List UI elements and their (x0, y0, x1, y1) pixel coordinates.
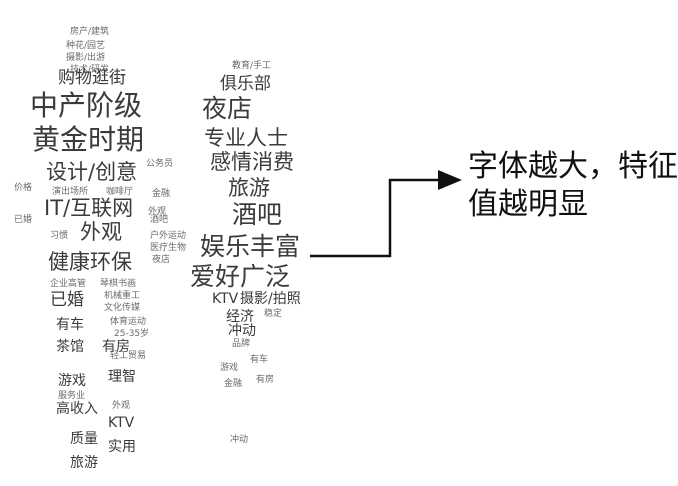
annotation-text: 字体越大，特征 值越明显 (468, 148, 678, 224)
right-figure-word: 冲动 (230, 435, 249, 445)
left-figure-word: 黄金时期 (32, 123, 145, 156)
left-figure-word: 游戏 (58, 373, 86, 389)
left-figure-word: 高收入 (56, 401, 98, 417)
left-figure-word: 房产/建筑 (70, 27, 110, 37)
left-figure-word: 已婚 (14, 215, 33, 225)
left-figure-word: 购物逛街 (58, 68, 126, 88)
left-figure-word: 金融 (152, 189, 171, 199)
right-figure-word: 稳定 (264, 309, 283, 319)
left-figure-word: 技术/研发 (70, 65, 110, 75)
annotation-line-1: 字体越大，特征 (468, 149, 678, 184)
right-figure-word: 有房 (256, 375, 275, 385)
right-figure-word: 爱好广泛 (190, 262, 291, 291)
left-figure-word: 外观 (112, 401, 131, 411)
left-figure-word: 体育运动 (110, 317, 147, 327)
left-figure-word: 茶馆 (56, 339, 84, 355)
left-figure-word: 机械重工 (104, 291, 141, 301)
right-figure-word: 品牌 (232, 339, 251, 349)
left-figure-word: 户外运动 (150, 231, 187, 241)
right-figure-word: 有车 (250, 355, 269, 365)
left-figure-word: 演出场所 (52, 187, 89, 197)
left-figure-word: 琴棋书画 (100, 279, 137, 289)
left-figure-word: 摄影/出游 (66, 53, 106, 63)
left-figure-word: 习惯 (50, 231, 69, 241)
right-figure-word: 旅游 (228, 176, 270, 200)
right-figure-word: 经济 (226, 309, 254, 325)
left-figure-word: 公务员 (146, 159, 174, 169)
annotation-line-2: 值越明显 (468, 187, 588, 222)
left-figure-word: 已婚 (50, 290, 84, 310)
right-figure-word: 摄影/拍照 (240, 291, 301, 307)
arrow-line (310, 178, 440, 258)
right-figure-word: 酒吧 (232, 200, 283, 229)
left-figure-word: 有房 (102, 339, 130, 355)
left-figure-word: KTV (108, 415, 135, 431)
left-figure-word: 企业高管 (50, 279, 87, 289)
left-figure-word: 外观 (148, 207, 167, 217)
left-figure-word: 咖啡厅 (106, 187, 134, 197)
left-figure-word: 设计/创意 (46, 160, 138, 184)
right-figure-word: 俱乐部 (220, 74, 271, 94)
left-figure-word: 种花/园艺 (66, 41, 106, 51)
right-figure-word: KTV (212, 291, 239, 307)
right-figure-word: 教育/手工 (232, 61, 272, 71)
left-figure-word: 旅游 (70, 455, 98, 471)
left-figure-word: 理智 (108, 369, 136, 385)
left-figure-word: 医疗生物 (150, 243, 187, 253)
right-figure-word: 专业人士 (204, 126, 288, 150)
left-figure-word: 价格 (14, 183, 33, 193)
left-figure-word: 夜店 (152, 255, 171, 265)
right-figure-word: 游戏 (220, 363, 239, 373)
left-figure-word: 质量 (70, 431, 98, 447)
left-figure-word: 酒吧 (150, 215, 169, 225)
right-figure-word: 娱乐丰富 (200, 232, 301, 261)
right-figure-word: 夜店 (202, 94, 253, 123)
left-figure-word: 中产阶级 (30, 89, 143, 122)
right-figure-word: 感情消费 (210, 150, 294, 174)
left-figure-word: 实用 (108, 439, 136, 455)
right-figure-word: 金融 (224, 379, 243, 389)
left-figure-word: 健康环保 (48, 250, 132, 274)
left-figure-word: 服务业 (58, 391, 86, 401)
left-figure-word: 有车 (56, 317, 84, 333)
left-figure-word: 文化传媒 (104, 303, 141, 313)
arrow-head-icon (438, 170, 462, 190)
left-figure-word: IT/互联网 (44, 196, 134, 220)
left-figure-word: 外观 (80, 220, 122, 244)
left-figure-word: 25-35岁 (114, 329, 150, 339)
left-figure-word: 轻工贸易 (110, 351, 147, 361)
right-figure-word: 冲动 (228, 323, 256, 339)
